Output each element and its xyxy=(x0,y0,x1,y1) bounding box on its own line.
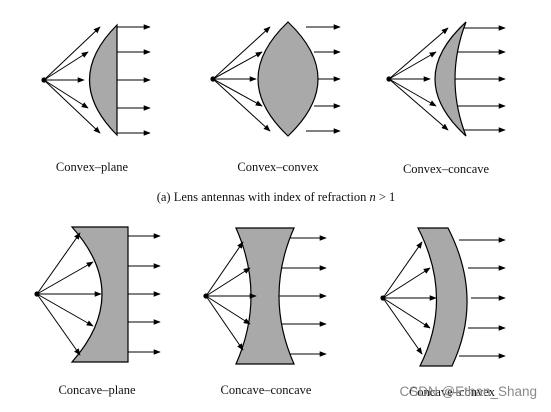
convex-plane-lens xyxy=(88,23,118,137)
feed-rays xyxy=(388,27,449,131)
collimated-rays xyxy=(117,24,151,136)
feed-point xyxy=(41,77,47,83)
diverging-rays xyxy=(128,233,161,355)
label-convex-plane: Convex–plane xyxy=(55,160,129,174)
convex-concave-lens xyxy=(434,21,467,137)
watermark: CSDN @Ethan_Shang xyxy=(399,384,537,399)
convex-convex-lens xyxy=(257,21,319,137)
label-concave-plane: Concave–plane xyxy=(58,383,136,397)
concave-plane-diagram xyxy=(34,226,161,363)
concave-concave-diagram xyxy=(203,227,327,365)
feed-point xyxy=(34,291,40,297)
collimated-rays xyxy=(306,24,341,134)
caption-a-suffix: > 1 xyxy=(375,190,396,204)
concave-convex-lens xyxy=(417,227,468,367)
feed-rays xyxy=(205,241,257,351)
label-concave-concave: Concave–concave xyxy=(220,383,312,397)
feed-point xyxy=(380,295,386,301)
collimated-rays xyxy=(459,237,506,359)
label-concave-convex: Concave–convex xyxy=(408,385,496,399)
caption-a-prefix: (a) Lens antennas with index of refracti… xyxy=(156,190,370,204)
diverging-rays xyxy=(279,235,327,357)
feed-rays xyxy=(212,26,271,132)
convex-concave-diagram xyxy=(386,21,506,137)
concave-convex-diagram xyxy=(380,227,506,367)
convex-convex-diagram xyxy=(210,21,341,137)
caption-a-symbol: n xyxy=(369,190,376,204)
feed-point xyxy=(386,76,392,82)
feed-rays xyxy=(43,26,101,134)
collimated-rays xyxy=(455,25,506,133)
feed-point xyxy=(210,76,216,82)
feed-rays xyxy=(382,241,437,355)
label-convex-convex: Convex–convex xyxy=(237,160,319,174)
concave-plane-lens xyxy=(70,226,129,363)
caption-a: (a) Lens antennas with index of refracti… xyxy=(157,190,396,205)
feed-rays xyxy=(36,232,102,356)
label-convex-concave: Convex–concave xyxy=(402,162,490,176)
convex-plane-diagram xyxy=(41,23,151,137)
feed-point xyxy=(203,293,209,299)
